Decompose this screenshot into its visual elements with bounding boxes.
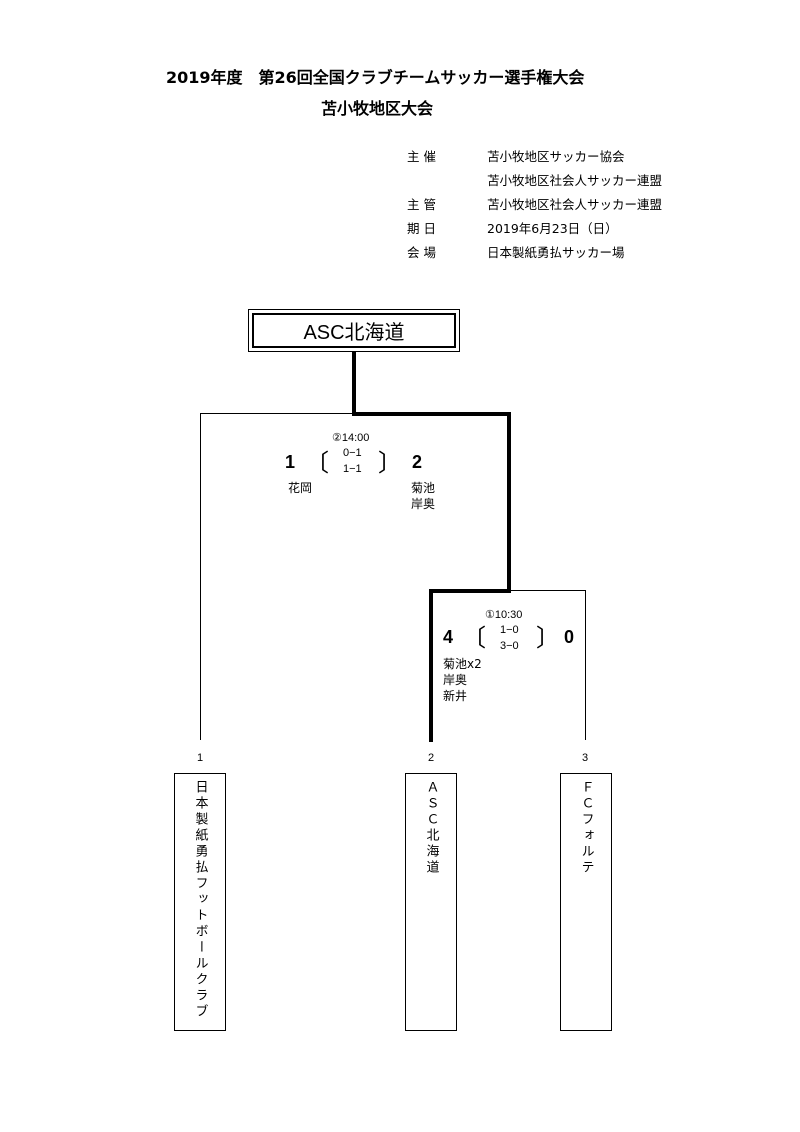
organizer-value-2: 苫小牧地区社会人サッカー連盟 [487, 173, 663, 188]
semi-left-score: 4 [443, 627, 454, 647]
semi-left-scorer-1: 菊池x2 [443, 657, 482, 671]
team2-line [429, 589, 433, 742]
team3-name: ＦＣフォルテ [578, 780, 594, 876]
team3-box: ＦＣフォルテ [560, 773, 612, 1031]
final-right-scorer-1: 菊池 [411, 481, 436, 495]
champion-box: ASC北海道 [248, 309, 460, 352]
tournament-title: 2019年度 第26回全国クラブチームサッカー選手権大会 [166, 68, 585, 87]
champion-stem-line [352, 352, 356, 414]
team2-box: ＡＳＣ北海道 [405, 773, 457, 1031]
team2-seed: 2 [428, 752, 435, 764]
champion-name: ASC北海道 [252, 313, 456, 348]
final-match-label: ②14:00 [332, 432, 370, 444]
semi-winner-stem-line [507, 412, 511, 592]
semi-left-scorer-3: 新井 [443, 689, 468, 703]
final-left-bracket: 〔 [305, 449, 329, 477]
semi-winner-line [429, 589, 511, 593]
final-right-score: 2 [412, 452, 423, 472]
final-right-bracket: 〕 [378, 449, 402, 477]
semi-half1-score: 1−0 [500, 624, 519, 636]
final-left-line [200, 413, 354, 414]
date-label: 期 日 [407, 221, 436, 236]
semi-right-line [509, 590, 586, 591]
tournament-subtitle: 苫小牧地区大会 [321, 99, 434, 118]
team3-seed: 3 [582, 752, 589, 764]
final-half1-score: 0−1 [343, 447, 362, 459]
semi-right-bracket: 〕 [536, 624, 560, 652]
semi-left-scorer-2: 岸奥 [443, 673, 468, 687]
final-winner-line [352, 412, 510, 416]
management-value: 苫小牧地区社会人サッカー連盟 [487, 197, 663, 212]
team1-name: 日本製紙勇払フットボールクラブ [192, 780, 208, 1020]
team3-line [585, 590, 586, 740]
semi-right-score: 0 [564, 627, 575, 647]
semi-half2-score: 3−0 [500, 640, 519, 652]
team2-name: ＡＳＣ北海道 [423, 780, 439, 876]
final-right-scorer-2: 岸奥 [411, 497, 436, 511]
venue-value: 日本製紙勇払サッカー場 [487, 245, 625, 260]
team1-box: 日本製紙勇払フットボールクラブ [174, 773, 226, 1031]
final-half2-score: 1−1 [343, 463, 362, 475]
final-left-score: 1 [285, 452, 296, 472]
organizer-value: 苫小牧地区サッカー協会 [487, 149, 625, 164]
team1-seed: 1 [197, 752, 204, 764]
management-label: 主 管 [407, 197, 436, 212]
organizer-label: 主 催 [407, 149, 436, 164]
date-value: 2019年6月23日（日） [487, 221, 618, 236]
semi-match-label: ①10:30 [485, 609, 523, 621]
team1-line [200, 413, 201, 740]
semi-left-bracket: 〔 [462, 624, 486, 652]
final-left-scorers: 花岡 [288, 481, 313, 495]
venue-label: 会 場 [407, 245, 436, 260]
